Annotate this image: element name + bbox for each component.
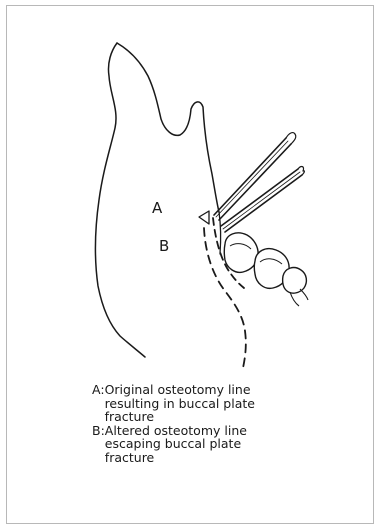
legend-line: fracture (105, 410, 332, 424)
legend-line: resulting in buccal plate (105, 397, 332, 411)
cut-arrow-icon (199, 211, 209, 224)
legend-entry-b: B: Altered osteotomy line escaping bucca… (92, 424, 332, 465)
legend-line: Original osteotomy line (105, 383, 332, 397)
retractor-instrument (221, 167, 304, 232)
legend-key-letter: A (92, 382, 100, 397)
legend-line: fracture (105, 451, 332, 465)
mandible-outline (95, 43, 145, 357)
legend-entry-a: A: Original osteotomy line resulting in … (92, 383, 332, 424)
figure-legend: A: Original osteotomy line resulting in … (92, 383, 332, 464)
figure-frame: A B A: Original osteotomy line resulting… (6, 5, 374, 524)
saw-instrument (214, 133, 296, 220)
region-b-label: B (159, 237, 169, 255)
molar-3-root (290, 292, 299, 306)
molar-1 (224, 233, 258, 273)
molar-teeth (224, 233, 308, 306)
legend-description: Altered osteotomy line escaping buccal p… (105, 424, 332, 465)
legend-key-letter: B (92, 423, 101, 438)
legend-line: Altered osteotomy line (105, 424, 332, 438)
region-a-label: A (152, 199, 163, 217)
coronoid-notch-outline (117, 43, 219, 212)
legend-key: B: (92, 424, 105, 465)
molar-3-root-2 (300, 289, 308, 300)
legend-line: escaping buccal plate (105, 437, 332, 451)
molar-3 (283, 268, 307, 294)
legend-description: Original osteotomy line resulting in buc… (105, 383, 332, 424)
legend-key: A: (92, 383, 105, 424)
